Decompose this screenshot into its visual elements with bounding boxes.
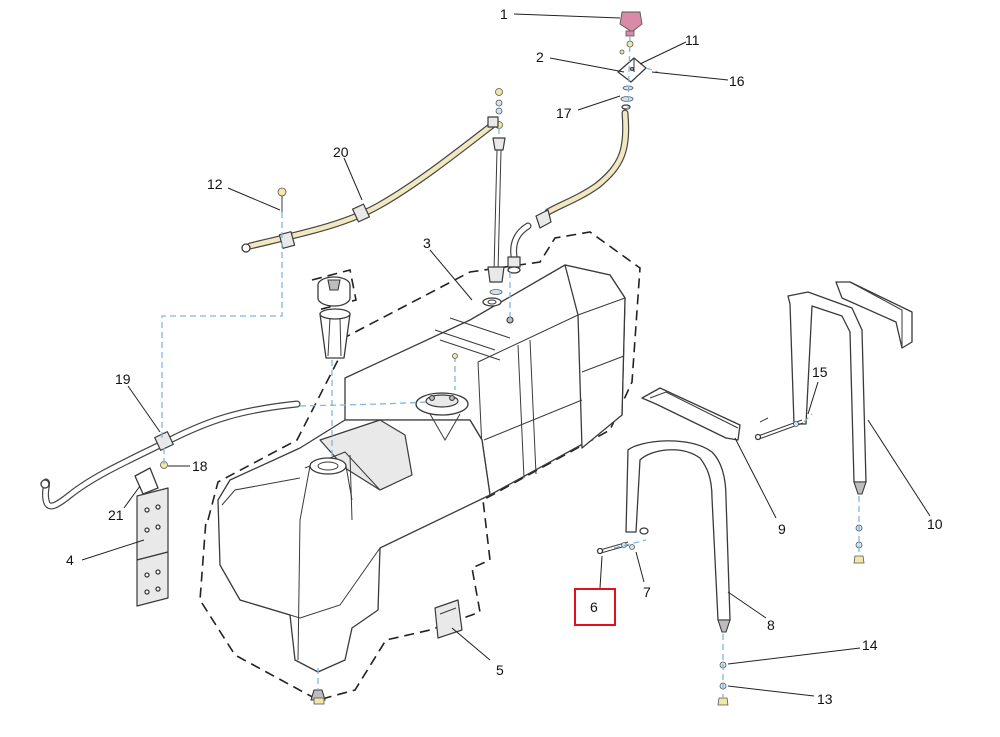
- callout-3[interactable]: 3: [423, 235, 431, 251]
- vent-cap: [619, 11, 643, 33]
- callout-21[interactable]: 21: [108, 507, 124, 523]
- vent-hose: [507, 109, 630, 274]
- callout-12[interactable]: 12: [207, 176, 223, 192]
- callout-10[interactable]: 10: [927, 516, 943, 532]
- strap-pad-right: [835, 281, 913, 349]
- strap-pad-9: [641, 387, 741, 441]
- callout-4[interactable]: 4: [66, 552, 74, 568]
- vent-cap-bracket: [617, 11, 659, 111]
- bolt-15: [754, 413, 813, 441]
- callout-8[interactable]: 8: [767, 617, 775, 633]
- mounting-plate: [136, 487, 169, 607]
- callout-5[interactable]: 5: [496, 662, 504, 678]
- hose-bracket: [134, 467, 159, 495]
- feed-hose: [40, 400, 301, 510]
- tank-pad: [434, 599, 463, 639]
- callout-13[interactable]: 13: [817, 691, 833, 707]
- callout-6[interactable]: 6: [590, 599, 598, 615]
- callout-16[interactable]: 16: [729, 73, 745, 89]
- callout-11[interactable]: 11: [685, 32, 700, 48]
- filler-cap-assembly: [317, 276, 351, 359]
- callout-19[interactable]: 19: [115, 371, 131, 387]
- callout-18[interactable]: 18: [192, 458, 208, 474]
- callout-15[interactable]: 15: [812, 364, 828, 380]
- callout-9[interactable]: 9: [778, 521, 786, 537]
- callout-2[interactable]: 2: [536, 49, 544, 65]
- callout-1[interactable]: 1: [500, 6, 508, 22]
- highlight-box: [574, 588, 616, 626]
- tank-strap-10: [787, 291, 867, 564]
- fuel-tank: [217, 264, 626, 705]
- leader-lines: [81, 13, 931, 697]
- callout-labels: 1 2 3 4 5 6 7 8 9 10 11 12 13 14 15 16 1…: [66, 6, 943, 707]
- callout-7[interactable]: 7: [643, 584, 651, 600]
- callout-14[interactable]: 14: [862, 637, 878, 653]
- callout-17[interactable]: 17: [556, 105, 572, 121]
- return-hose: [241, 116, 499, 253]
- tank-strap-8: [625, 440, 731, 706]
- callout-20[interactable]: 20: [333, 144, 349, 160]
- alignment-lines: [161, 128, 511, 690]
- bolt-assembly: [596, 539, 647, 555]
